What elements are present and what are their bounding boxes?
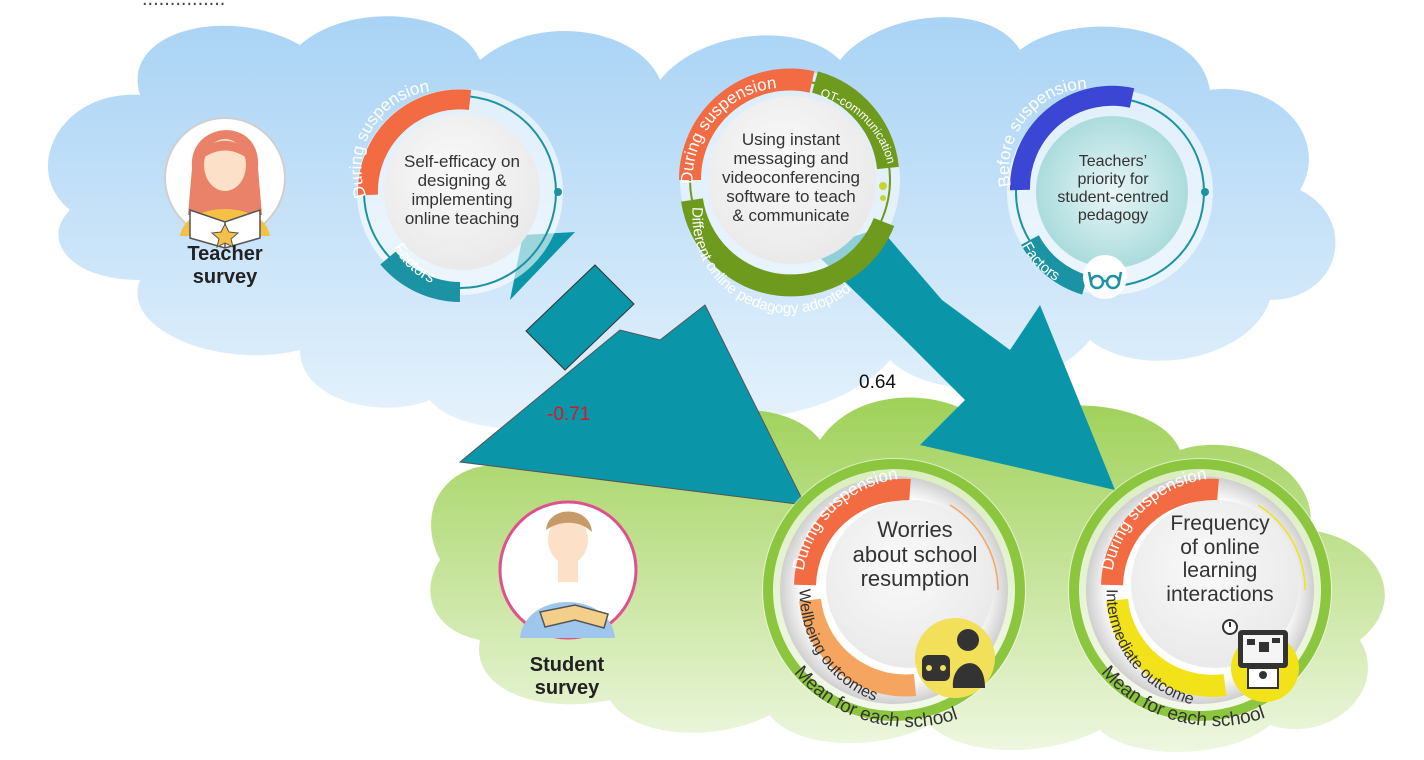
teacher-avatar xyxy=(164,117,286,249)
node-self-efficacy xyxy=(357,89,563,302)
path-arrow-2 xyxy=(812,228,1115,490)
node-text-line: Using instant xyxy=(741,130,841,149)
node-text-line: resumption xyxy=(860,566,970,592)
node-text-line: implementing xyxy=(411,190,513,210)
student-survey-label: Student survey xyxy=(512,654,622,700)
header-caption: ............... xyxy=(142,0,225,11)
path-arrow-1 xyxy=(458,232,806,506)
node-frequency xyxy=(1068,458,1332,722)
node-text-line: Teachers’ xyxy=(1078,153,1148,170)
node-text-line: student-centred xyxy=(1057,188,1169,206)
student-survey-label-line2: survey xyxy=(534,677,600,699)
node-worries xyxy=(762,458,1026,722)
path-coefficient-2: 0.64 xyxy=(859,372,896,393)
node-text-worries: Worries about school resumption xyxy=(840,517,990,592)
student-avatar xyxy=(498,500,638,640)
node-text-line: pedagogy xyxy=(1077,206,1149,224)
node-text-line: about school xyxy=(852,541,978,567)
node-text-line: Worries xyxy=(877,517,953,542)
node-text-line: messaging and xyxy=(733,149,849,169)
node-text-line: interactions xyxy=(1166,582,1274,606)
node-text-line: Self-efficacy on xyxy=(404,152,520,171)
node-text-line: priority for xyxy=(1077,170,1149,188)
node-text-line: online teaching xyxy=(404,209,520,229)
teacher-survey-label-line1: Teacher xyxy=(187,243,263,265)
node-student-centred xyxy=(1007,85,1213,299)
node-text-line: & communicate xyxy=(732,206,850,226)
node-text-line: software to teach xyxy=(726,187,856,207)
teacher-survey-label: Teacher survey xyxy=(170,243,280,289)
node-text-ot-communication: Using instant messaging and videoconfere… xyxy=(706,130,876,225)
node-text-line: designing & xyxy=(417,171,507,191)
path-coefficient-1: -0.71 xyxy=(547,404,591,425)
node-text-line: videoconferencing xyxy=(722,168,860,188)
teacher-survey-label-line2: survey xyxy=(192,266,258,288)
node-text-line: of online xyxy=(1180,535,1260,559)
node-text-frequency: Frequency of online learning interaction… xyxy=(1150,512,1290,606)
node-text-line: learning xyxy=(1182,559,1258,583)
node-text-line: Frequency xyxy=(1170,512,1270,535)
student-survey-label-line1: Student xyxy=(529,654,605,676)
node-text-self-efficacy: Self-efficacy on designing & implementin… xyxy=(392,152,532,228)
node-ot-communication xyxy=(678,68,900,297)
node-text-student-centred: Teachers’ priority for student-centred p… xyxy=(1050,153,1176,225)
